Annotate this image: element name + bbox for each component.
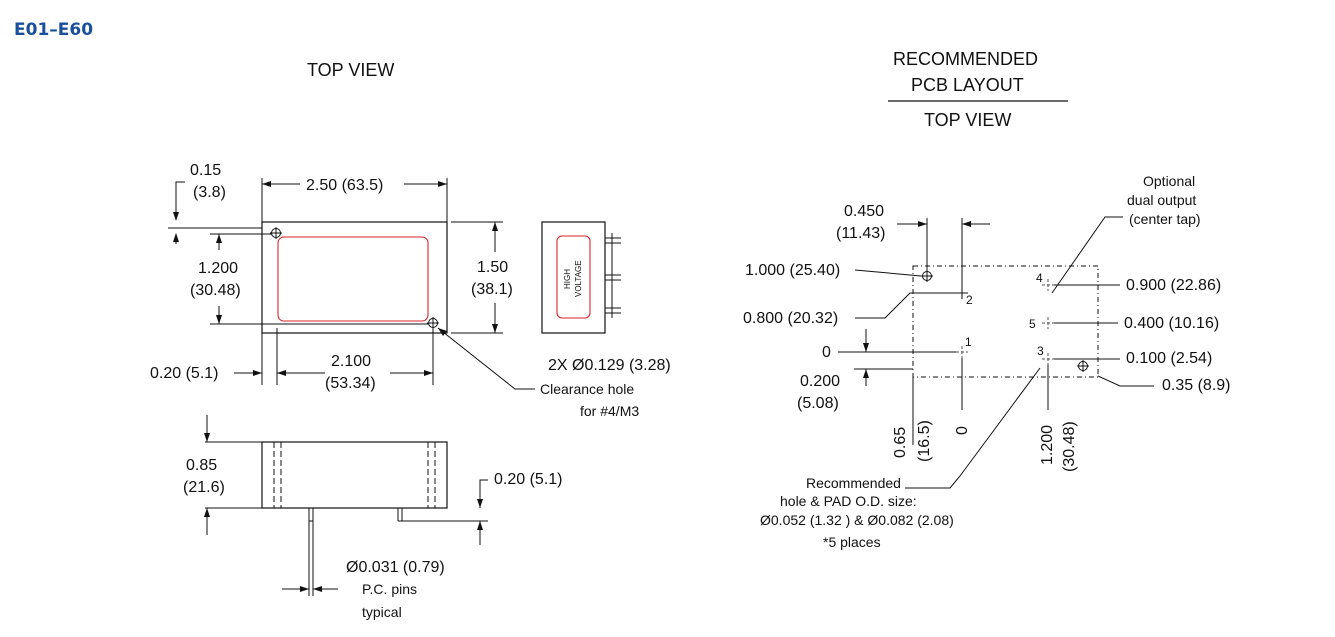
- pin-4-mark-icon: [1042, 279, 1054, 291]
- left-title: TOP VIEW: [307, 60, 394, 80]
- pin-label-1: 1: [965, 335, 972, 349]
- dim-150: 1.50: [477, 259, 508, 276]
- dim-250: 2.50 (63.5): [306, 177, 383, 194]
- pcb-title-2: PCB LAYOUT: [911, 75, 1024, 95]
- rec-line1: Recommended: [806, 475, 901, 491]
- clearance-line2: for #4/M3: [580, 403, 639, 419]
- dim-pin-length: 0.20 (5.1): [494, 471, 562, 488]
- pin-label-2: 2: [966, 293, 973, 307]
- dim-0450-mm: (11.43): [836, 225, 886, 242]
- pcb-title-1: RECOMMENDED: [893, 49, 1038, 69]
- high-voltage-label-box: [556, 235, 591, 319]
- pin-label-5: 5: [1029, 317, 1036, 331]
- pins-line2: typical: [362, 604, 402, 620]
- hole-spec: 2X Ø0.129 (3.28): [548, 357, 671, 374]
- mount-hole-bottom-right-icon: [427, 317, 439, 329]
- pins-line1: P.C. pins: [362, 581, 417, 597]
- dim-0400: 0.400 (10.16): [1124, 315, 1219, 332]
- pcb-outline: [912, 265, 1099, 378]
- pin-2-mark-icon: [956, 287, 968, 299]
- dim-2100: 2.100: [331, 353, 371, 370]
- pcb-mount-hole-left-icon: [921, 270, 933, 282]
- pcb-mount-hole-right-icon: [1077, 360, 1089, 372]
- module-body-top: [261, 221, 448, 334]
- dim-020: 0.20 (5.1): [150, 365, 218, 382]
- pcb-title-3: TOP VIEW: [924, 110, 1011, 130]
- dim-015-mm: (3.8): [193, 184, 226, 201]
- dim-085: 0.85: [186, 457, 217, 474]
- model-title: E01–E60: [14, 20, 93, 40]
- dim-2100-mm: (53.34): [325, 375, 376, 392]
- dim-085-mm: (21.6): [183, 479, 225, 496]
- dim-0900: 0.900 (22.86): [1126, 277, 1221, 294]
- v-065: 0.65: [892, 427, 909, 458]
- optional-line2: dual output: [1127, 192, 1196, 208]
- pin-1-mark-icon: [956, 346, 968, 358]
- clearance-line1: Clearance hole: [540, 381, 634, 397]
- optional-line3: (center tap): [1129, 211, 1201, 227]
- dim-1000: 1.000 (25.40): [745, 262, 840, 279]
- dim-0200-mm: (5.08): [797, 395, 839, 412]
- module-end-view: [541, 221, 606, 334]
- dim-015: 0.15: [190, 162, 221, 179]
- dim-0450: 0.450: [844, 203, 884, 220]
- dim-0: 0: [822, 344, 831, 361]
- v-1200-mm: (30.48): [1061, 421, 1078, 472]
- mount-hole-top-left-icon: [270, 227, 282, 239]
- dim-035: 0.35 (8.9): [1162, 377, 1230, 394]
- v-1200: 1.200: [1039, 425, 1056, 465]
- dim-0800: 0.800 (20.32): [743, 310, 838, 327]
- dim-1200-mm: (30.48): [190, 282, 241, 299]
- rec-line4: *5 places: [823, 534, 881, 550]
- dim-0200: 0.200: [800, 373, 840, 390]
- pin-label-3: 3: [1037, 344, 1044, 358]
- hv-label-1: HIGH: [563, 269, 572, 289]
- v-065-mm: (16.5): [916, 420, 933, 462]
- inner-outline: [277, 236, 429, 322]
- pin-5-mark-icon: [1042, 317, 1054, 329]
- dim-0100: 0.100 (2.54): [1126, 350, 1212, 367]
- rec-line2: hole & PAD O.D. size:: [780, 493, 917, 509]
- dim-1200: 1.200: [198, 260, 238, 277]
- optional-line1: Optional: [1143, 173, 1195, 189]
- dim-150-mm: (38.1): [471, 281, 513, 298]
- pin-3-mark-icon: [1042, 353, 1054, 365]
- module-body-side: [261, 441, 448, 509]
- v-0: 0: [954, 426, 971, 435]
- rec-line3: Ø0.052 (1.32 ) & Ø0.082 (2.08): [760, 512, 954, 528]
- pin-label-4: 4: [1036, 271, 1043, 285]
- pin-diameter: Ø0.031 (0.79): [346, 559, 445, 576]
- hv-label-2: VOLTAGE: [574, 260, 583, 297]
